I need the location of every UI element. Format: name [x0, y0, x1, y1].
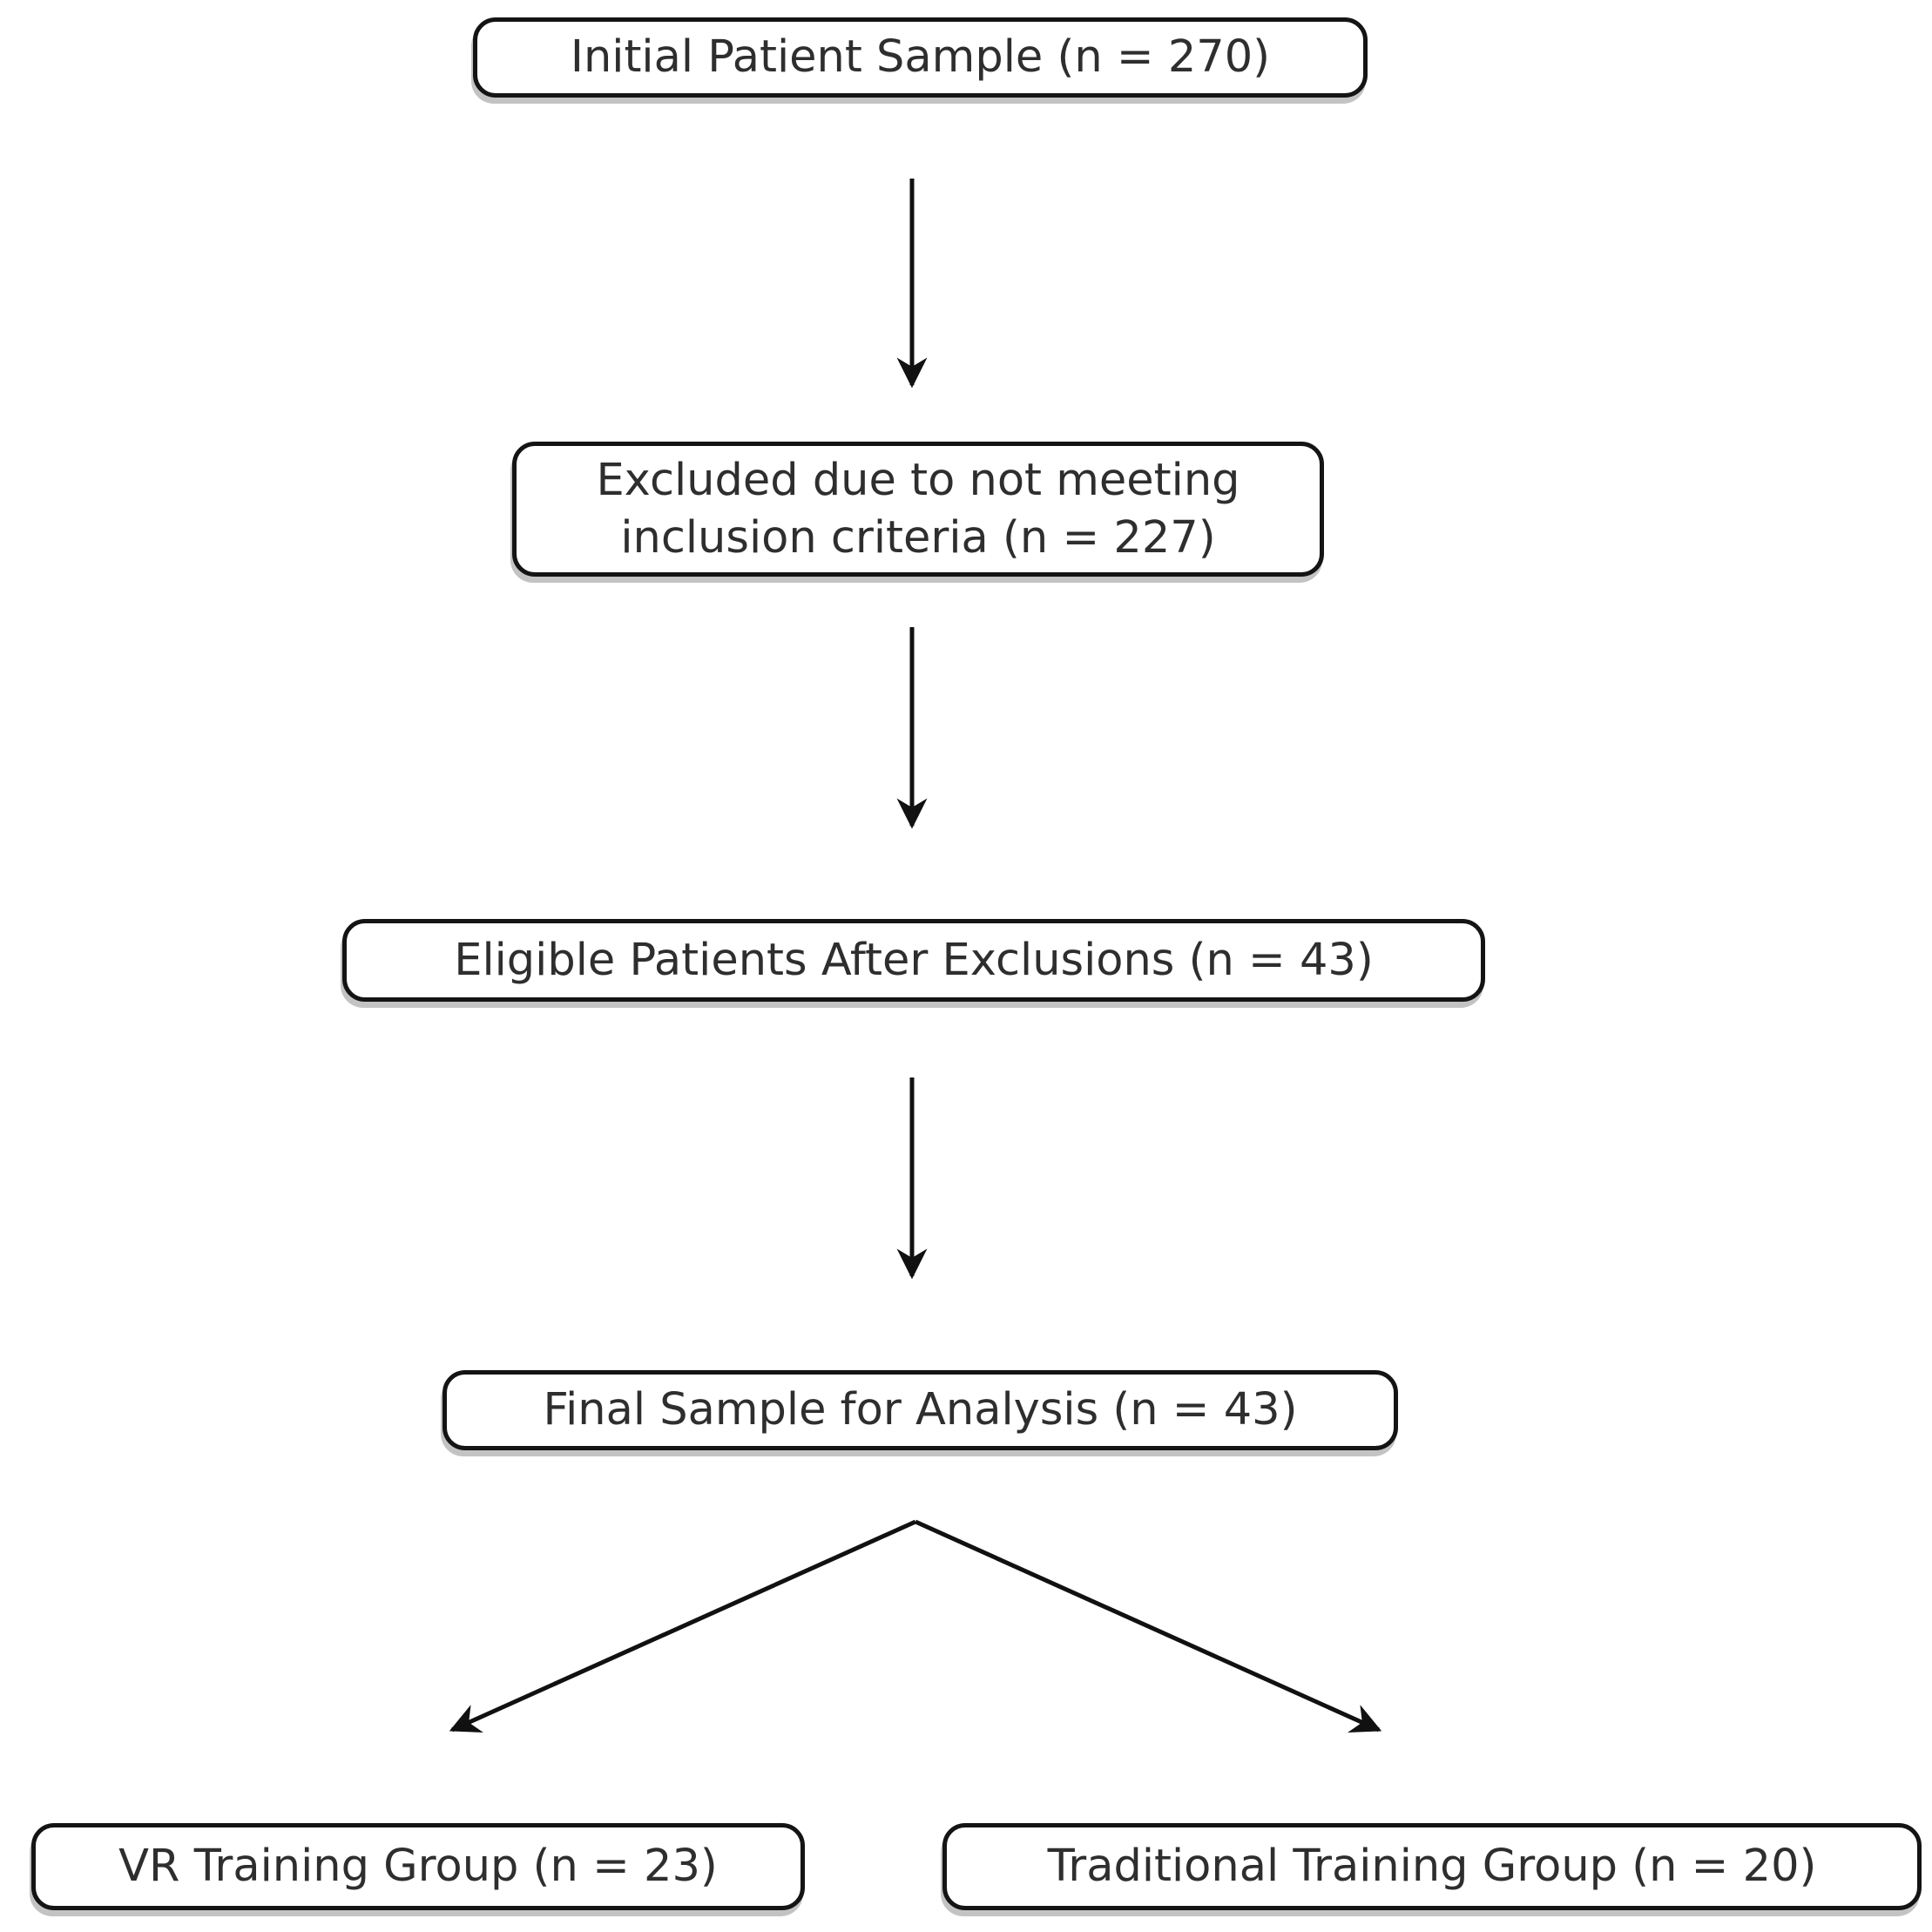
node-initial-sample: Initial Patient Sample (n = 270)	[473, 17, 1368, 98]
node-traditional-group-label: Traditional Training Group (n = 20)	[1047, 1841, 1817, 1893]
node-initial-sample-label: Initial Patient Sample (n = 270)	[570, 31, 1271, 84]
node-excluded: Excluded due to not meeting inclusion cr…	[512, 442, 1324, 577]
node-vr-group: VR Training Group (n = 23)	[31, 1823, 805, 1910]
edge-final-to-traditional	[914, 1519, 1382, 1733]
edge-final-to-vr	[449, 1519, 917, 1733]
node-vr-group-label: VR Training Group (n = 23)	[118, 1841, 718, 1893]
node-final-sample-label: Final Sample for Analysis (n = 43)	[543, 1384, 1298, 1436]
node-traditional-group: Traditional Training Group (n = 20)	[942, 1823, 1922, 1910]
node-excluded-label-line2: inclusion criteria (n = 227)	[620, 511, 1216, 564]
node-eligible-label: Eligible Patients After Exclusions (n = …	[454, 934, 1374, 986]
node-final-sample: Final Sample for Analysis (n = 43)	[442, 1370, 1398, 1450]
node-eligible: Eligible Patients After Exclusions (n = …	[342, 919, 1485, 1002]
node-excluded-label-line1: Excluded due to not meeting	[596, 455, 1240, 507]
